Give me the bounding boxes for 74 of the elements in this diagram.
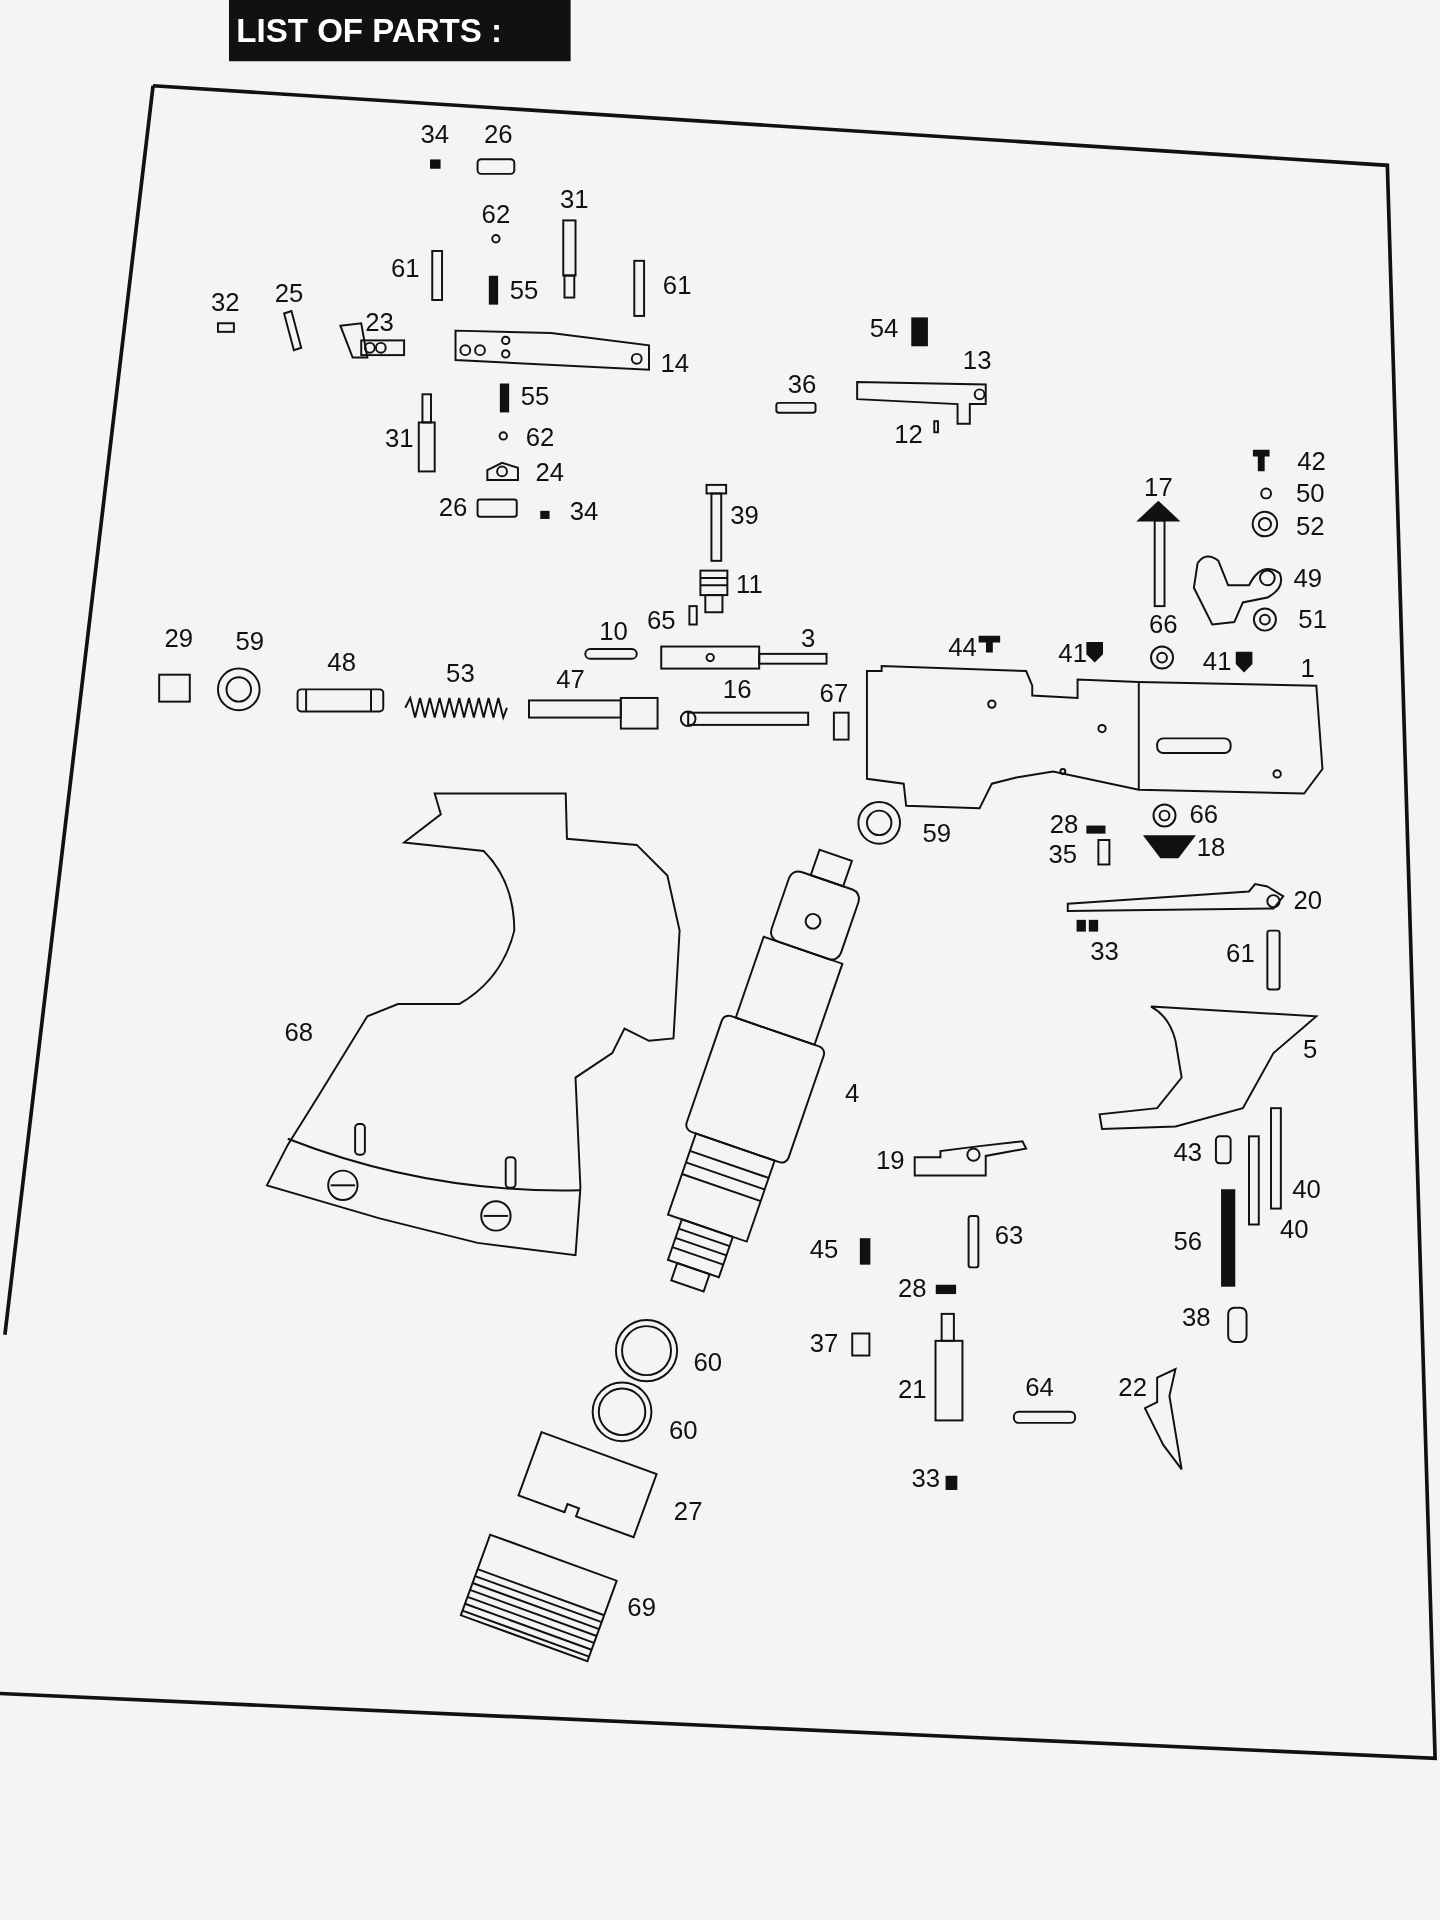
callout-number: 28 [1049,810,1079,838]
callout-number: 17 [1144,473,1173,501]
callout-number: 47 [556,666,585,694]
callout-number: 55 [509,276,539,304]
callout-number: 60 [668,1416,698,1444]
callout-number: 64 [1025,1373,1054,1401]
callout-number: 67 [819,679,849,707]
callout-number: 65 [646,607,676,635]
callout-number: 31 [384,424,414,452]
callout-number: 19 [875,1147,905,1175]
callout-number: 34 [569,498,599,526]
callout-number: 33 [1090,937,1119,965]
callout-number: 60 [693,1349,723,1377]
callout-number: 22 [1118,1373,1147,1401]
callout-number: 26 [438,493,468,521]
callout-number: 53 [446,660,475,687]
callout-number: 3 [801,624,816,652]
callout-number: 18 [1196,833,1226,861]
callout-number: 50 [1295,480,1325,507]
callout-number: 42 [1297,448,1326,476]
callout-number: 61 [1226,940,1255,968]
callout-number: 34 [420,121,449,149]
callout-number: 66 [1148,611,1178,638]
callout-number: 33 [911,1464,940,1492]
callout-number: 20 [1293,886,1323,914]
callout-number: 66 [1189,800,1218,828]
callout-number: 41 [1058,640,1087,668]
callout-number: 44 [948,634,977,662]
callout-number: 27 [673,1497,703,1525]
callout-number: 36 [787,371,817,398]
callout-number: 68 [284,1018,314,1046]
callout-number: 62 [481,200,511,228]
callout-number: 5 [1303,1035,1318,1063]
callout-number: 23 [365,308,394,336]
callout-number: 14 [660,350,689,378]
callout-number: 63 [994,1222,1024,1249]
callout-number: 38 [1182,1304,1211,1332]
callout-number: 37 [809,1329,839,1357]
callout-number: 69 [627,1594,656,1622]
callout-number: 25 [274,280,304,308]
callout-number: 13 [962,346,992,374]
callout-number: 26 [484,121,513,149]
callout-number: 1 [1300,655,1315,683]
callout-number: 52 [1295,513,1325,540]
callout-number: 61 [662,271,692,299]
callout-number: 51 [1298,606,1327,634]
callout-number: 35 [1048,841,1078,869]
callout-number: 55 [520,383,550,411]
callout-number: 61 [391,254,420,282]
callout-number: 49 [1293,564,1323,592]
callout-number: 10 [599,618,628,646]
callout-number: 29 [164,624,194,652]
callout-number: 32 [211,289,240,316]
callout-number: 54 [869,314,899,342]
callout-number: 59 [922,820,952,848]
callout-number: 4 [845,1080,860,1107]
callout-number: 21 [897,1376,927,1404]
callout-number: 40 [1292,1175,1321,1203]
callout-number: 12 [894,421,923,449]
callout-number: 59 [235,628,265,656]
heading-banner: LIST OF PARTS : [229,0,571,62]
callout-number: 39 [730,502,759,529]
callout-number: 31 [560,186,589,214]
callout-number: 45 [809,1235,839,1263]
callout-number: 41 [1202,647,1232,675]
callout-number: 24 [535,459,565,487]
callout-number: 43 [1173,1138,1203,1166]
callout-number: 62 [525,423,555,451]
callout-number: 56 [1173,1228,1203,1256]
callout-number: 16 [722,675,752,703]
callout-number: 28 [897,1274,927,1302]
callout-number: 11 [736,570,763,598]
callout-number: 40 [1280,1215,1309,1243]
callout-number: 48 [327,649,356,676]
